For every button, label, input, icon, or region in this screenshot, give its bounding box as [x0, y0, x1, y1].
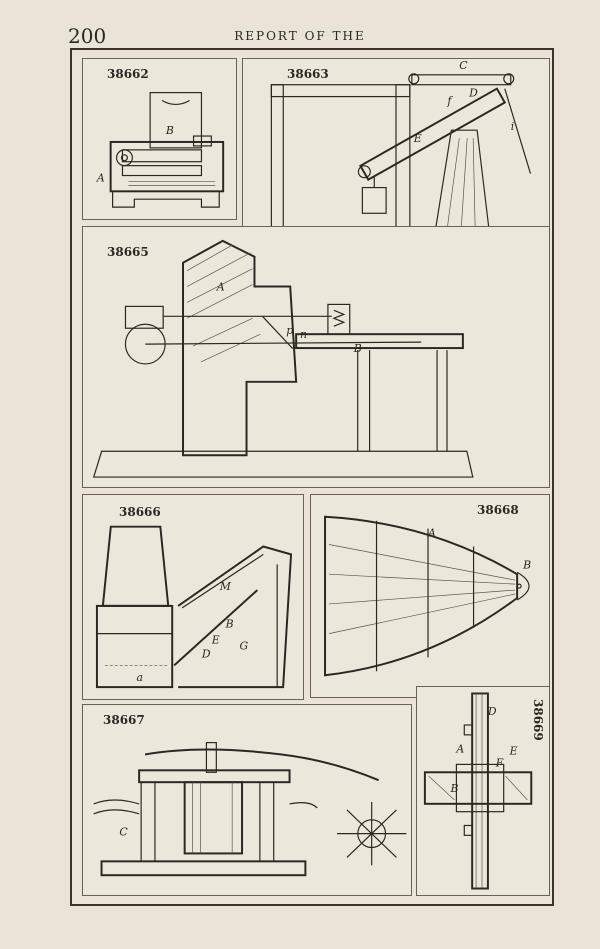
figure-38667: 38667 C: [82, 704, 412, 896]
figure-38665: 38665 A p n B: [82, 226, 550, 488]
label-B: B: [522, 558, 531, 571]
label-B: B: [225, 618, 234, 631]
label-D: D: [468, 87, 478, 100]
figure-number: 38662: [107, 67, 149, 81]
label-B: B: [353, 342, 362, 355]
label-A: A: [455, 743, 464, 756]
label-n: n: [300, 328, 307, 341]
figure-38666: 38666 M B E D G a: [82, 494, 304, 700]
figure-38662: 38662 B A: [82, 58, 237, 220]
label-E: E: [509, 745, 518, 758]
label-B: B: [165, 124, 174, 137]
figure-38669: 38669 D E F A B: [416, 686, 550, 896]
figure-38663: 38663 C D E f i: [242, 58, 550, 240]
label-A: A: [216, 281, 225, 294]
label-M: M: [219, 580, 232, 593]
label-a: a: [137, 671, 143, 684]
label-E: E: [413, 132, 422, 145]
figure-38668: 38668 A B: [310, 494, 550, 698]
label-p: p: [286, 324, 293, 337]
figure-number: 38669: [531, 699, 545, 741]
figure-number: 38666: [119, 505, 161, 519]
label-A: A: [427, 527, 436, 540]
figure-number: 38665: [107, 245, 149, 259]
running-head: REPORT OF THE: [234, 29, 366, 43]
label-B: B: [449, 782, 458, 795]
label-F: F: [495, 756, 504, 769]
illustration-plate: 38662 B A 38663: [70, 48, 554, 906]
label-C: C: [459, 59, 468, 72]
label-A: A: [96, 171, 105, 184]
figure-number: 38663: [287, 67, 329, 81]
label-D: D: [201, 647, 211, 660]
label-E: E: [211, 634, 220, 647]
label-D: D: [487, 705, 497, 718]
label-G: G: [240, 639, 249, 652]
figure-number: 38667: [103, 713, 145, 727]
page-number: 200: [68, 24, 107, 48]
label-C: C: [119, 826, 128, 839]
label-i: i: [511, 120, 514, 133]
figure-number: 38668: [477, 503, 519, 517]
label-f: f: [446, 94, 453, 107]
